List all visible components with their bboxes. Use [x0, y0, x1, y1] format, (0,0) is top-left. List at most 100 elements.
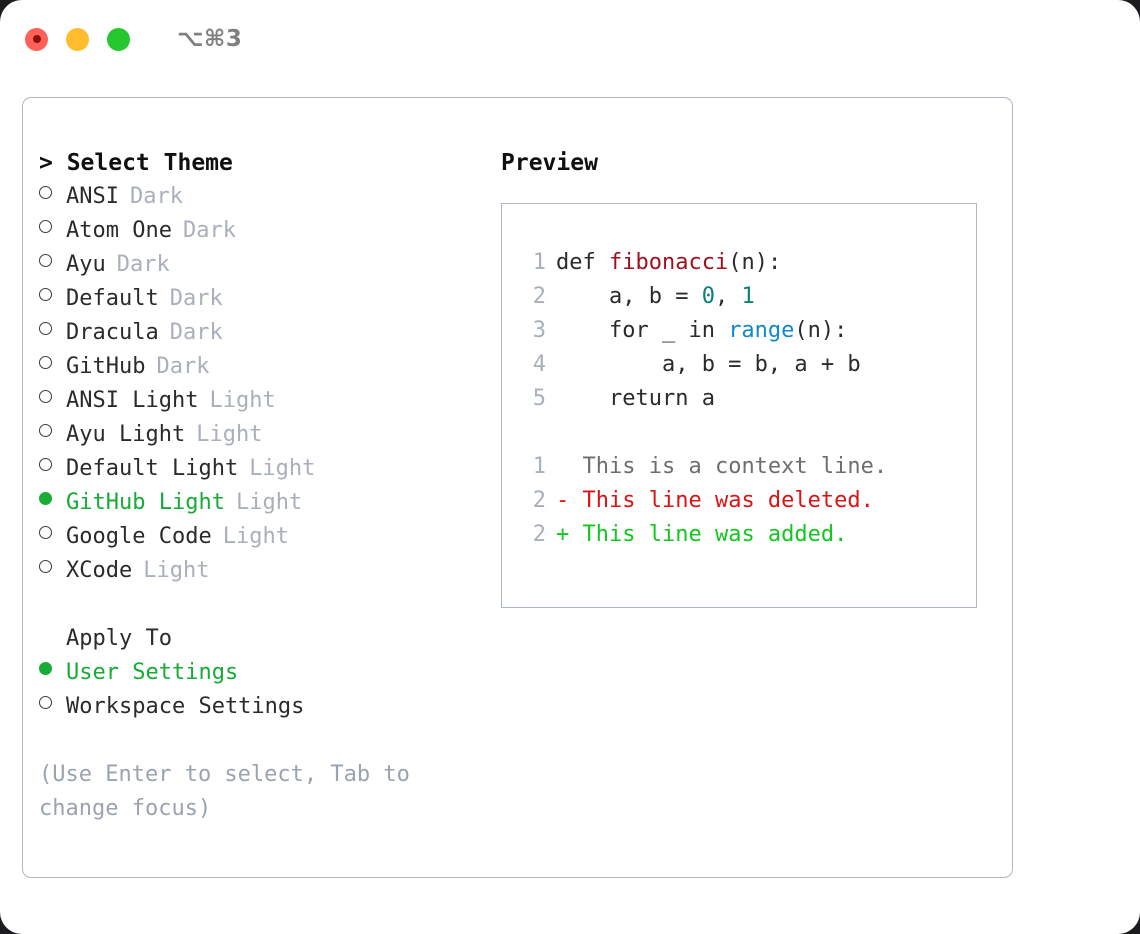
- diff-sample: 1 This is a context line. 2 - This line …: [520, 450, 976, 552]
- theme-option-ansi[interactable]: ANSI Dark: [39, 180, 489, 214]
- title-bar: ⌥⌘3: [0, 0, 1140, 78]
- theme-option-github-light[interactable]: GitHub Light Light: [39, 486, 489, 520]
- theme-option-tag: Light: [235, 490, 303, 515]
- line-number: 5: [532, 386, 546, 411]
- window-controls: [25, 27, 130, 51]
- diff-line-added: 2 + This line was added.: [520, 518, 976, 552]
- theme-option-tag: Dark: [182, 218, 236, 243]
- apply-to-title: Apply To: [66, 626, 172, 651]
- apply-to-option-label: Workspace Settings: [66, 694, 305, 719]
- theme-option-tag: Dark: [169, 320, 223, 345]
- theme-option-tag: Light: [249, 456, 316, 481]
- main-panel: > Select Theme ANSI Dark Atom One Dark: [22, 97, 1013, 878]
- maximize-button-icon[interactable]: [107, 27, 130, 51]
- theme-list: ANSI Dark Atom One Dark Ayu Dark: [39, 180, 489, 588]
- theme-option-github[interactable]: GitHub Dark: [39, 350, 489, 384]
- theme-option-tag: Dark: [129, 184, 183, 209]
- theme-option-tag: Light: [222, 524, 289, 549]
- diff-content: This is a context line.: [582, 454, 888, 479]
- code-token: (n):: [728, 250, 782, 275]
- apply-to-option-label: User Settings: [66, 660, 239, 685]
- line-number: 2: [532, 284, 546, 309]
- theme-option-label: Atom One: [66, 218, 172, 243]
- preview-header: Preview: [501, 150, 598, 176]
- code-token-number: 0: [701, 284, 715, 309]
- code-token-builtin: range: [728, 318, 795, 343]
- code-token: (n):: [794, 318, 848, 343]
- code-line: 2 a, b = 0, 1: [520, 280, 976, 314]
- diff-content: This line was deleted.: [582, 488, 874, 513]
- line-number: 3: [532, 318, 546, 343]
- theme-option-tag: Dark: [169, 286, 223, 311]
- diff-marker: [556, 450, 583, 484]
- radio-unselected-icon[interactable]: [39, 356, 52, 369]
- minimize-button-icon[interactable]: [66, 27, 89, 51]
- close-button-icon[interactable]: [25, 27, 48, 51]
- preview-spacer: [520, 416, 976, 450]
- radio-selected-icon[interactable]: [39, 662, 52, 675]
- line-number: 4: [532, 352, 546, 377]
- radio-unselected-icon[interactable]: [39, 696, 52, 709]
- theme-option-ansi-light[interactable]: ANSI Light Light: [39, 384, 489, 418]
- diff-marker: -: [556, 488, 583, 513]
- theme-option-label: GitHub Light: [66, 490, 225, 515]
- radio-unselected-icon[interactable]: [39, 186, 52, 199]
- code-content: a, b = b, a + b: [556, 348, 861, 382]
- keyboard-shortcut-label: ⌥⌘3: [177, 25, 243, 52]
- code-token: a, b = b, a + b: [556, 352, 861, 377]
- line-number: 1: [532, 454, 546, 479]
- theme-option-tag: Light: [209, 388, 276, 413]
- code-content: a, b = 0, 1: [556, 280, 755, 314]
- select-theme-header: > Select Theme: [39, 150, 233, 176]
- code-content: return a: [556, 382, 715, 416]
- theme-option-label: Ayu: [66, 252, 106, 277]
- radio-selected-icon[interactable]: [39, 492, 52, 505]
- theme-option-tag: Dark: [156, 354, 210, 379]
- radio-unselected-icon[interactable]: [39, 458, 52, 471]
- preview-box: 1 def fibonacci(n): 2 a, b = 0, 1 3 for …: [501, 203, 977, 608]
- theme-option-tag: Light: [143, 558, 210, 583]
- keyboard-hint-text: (Use Enter to select, Tab to change focu…: [39, 762, 424, 821]
- code-content: for _ in range(n):: [556, 314, 847, 348]
- theme-option-google-code[interactable]: Google Code Light: [39, 520, 489, 554]
- radio-unselected-icon[interactable]: [39, 288, 52, 301]
- code-token: ,: [714, 284, 742, 309]
- theme-option-tag: Dark: [116, 252, 170, 277]
- code-line: 4 a, b = b, a + b: [520, 348, 976, 382]
- code-token-number: 1: [741, 284, 755, 309]
- theme-option-label: ANSI Light: [66, 388, 199, 413]
- theme-option-default-light[interactable]: Default Light Light: [39, 452, 489, 486]
- diff-line-deleted: 2 - This line was deleted.: [520, 484, 976, 518]
- code-token: def: [556, 250, 609, 275]
- theme-option-label: Google Code: [66, 524, 212, 549]
- theme-option-label: Ayu Light: [66, 422, 186, 447]
- code-content: def fibonacci(n):: [556, 246, 781, 280]
- radio-unselected-icon[interactable]: [39, 560, 52, 573]
- line-number: 1: [532, 250, 546, 275]
- code-line: 1 def fibonacci(n):: [520, 246, 976, 280]
- theme-option-label: Default Light: [66, 456, 239, 481]
- theme-option-xcode[interactable]: XCode Light: [39, 554, 489, 588]
- theme-option-atom-one[interactable]: Atom One Dark: [39, 214, 489, 248]
- radio-unselected-icon[interactable]: [39, 390, 52, 403]
- theme-option-label: GitHub: [66, 354, 146, 379]
- diff-marker: +: [556, 522, 583, 547]
- theme-option-ayu-light[interactable]: Ayu Light Light: [39, 418, 489, 452]
- apply-to-option-workspace-settings[interactable]: Workspace Settings: [39, 690, 489, 724]
- theme-option-ayu[interactable]: Ayu Dark: [39, 248, 489, 282]
- code-token: for _ in: [556, 318, 729, 343]
- radio-unselected-icon[interactable]: [39, 526, 52, 539]
- radio-unselected-icon[interactable]: [39, 322, 52, 335]
- apply-to-option-user-settings[interactable]: User Settings: [39, 656, 489, 690]
- theme-option-dracula[interactable]: Dracula Dark: [39, 316, 489, 350]
- theme-option-default[interactable]: Default Dark: [39, 282, 489, 316]
- apply-to-section: Apply To User Settings Workspace Setting…: [39, 622, 489, 724]
- line-number: 2: [532, 488, 546, 513]
- radio-unselected-icon[interactable]: [39, 254, 52, 267]
- radio-unselected-icon[interactable]: [39, 220, 52, 233]
- code-token: a, b =: [556, 284, 702, 309]
- radio-unselected-icon[interactable]: [39, 424, 52, 437]
- theme-option-label: ANSI: [66, 184, 119, 209]
- line-number: 2: [532, 522, 546, 547]
